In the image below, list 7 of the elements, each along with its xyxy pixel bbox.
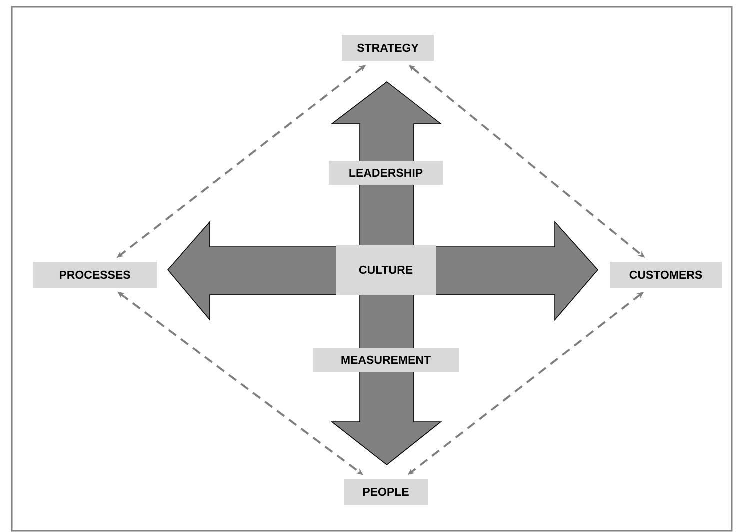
label-box: STRATEGY <box>342 35 434 61</box>
label-box: LEADERSHIP <box>329 161 443 185</box>
label-box: PROCESSES <box>33 262 157 288</box>
label-box: PEOPLE <box>344 479 428 505</box>
center-box: CULTURE <box>336 245 436 295</box>
label-box: MEASUREMENT <box>313 348 459 372</box>
label-box: CUSTOMERS <box>610 262 722 288</box>
